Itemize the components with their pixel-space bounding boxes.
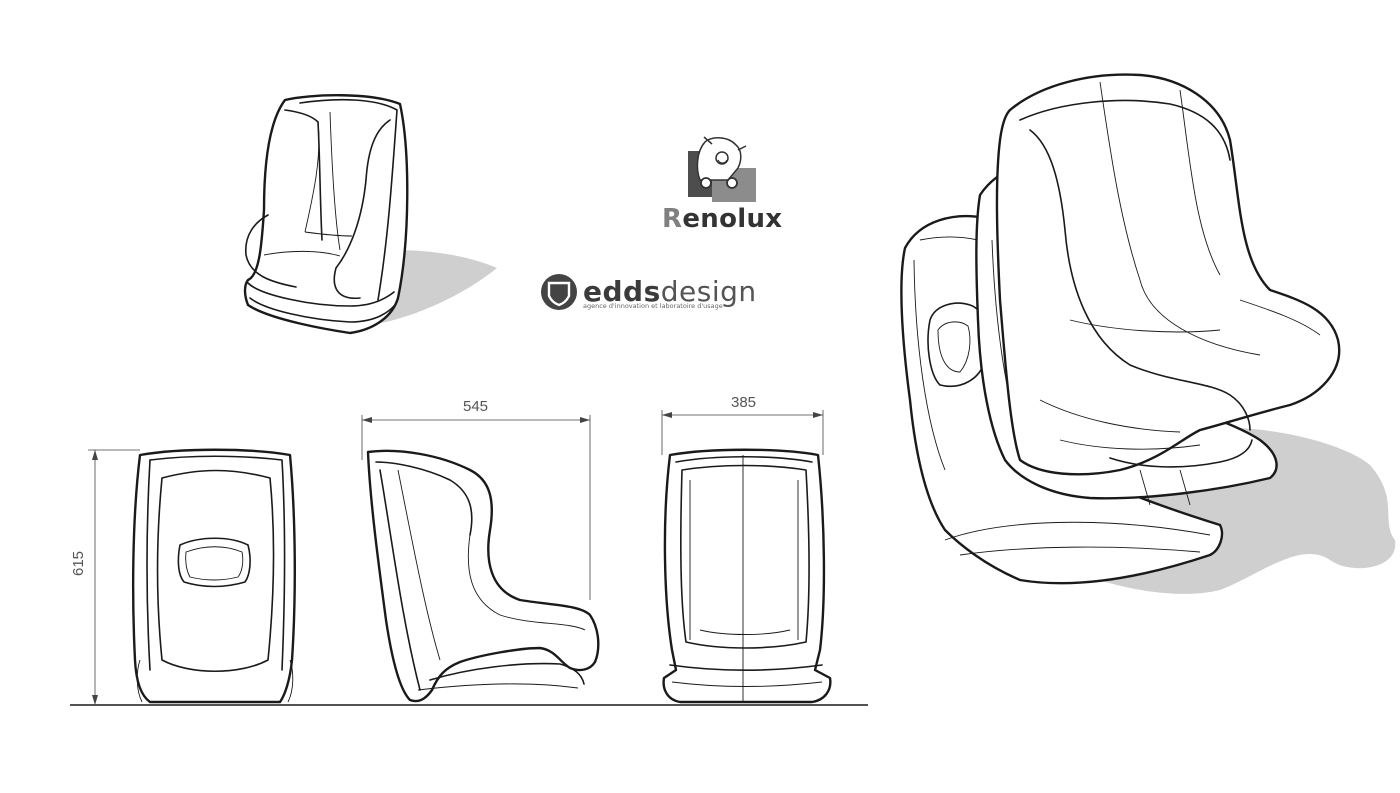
- eddsdesign-logo-mark: [541, 274, 577, 310]
- side-width-label: 545: [463, 398, 489, 415]
- side-view-seat: [366, 449, 600, 703]
- eddsdesign-bold: edds: [583, 275, 661, 308]
- perspective-seat-large: [900, 73, 1396, 594]
- height-dimension: [88, 449, 140, 705]
- side-width-dimension: [361, 415, 591, 600]
- renolux-wordmark: Renolux: [662, 204, 782, 234]
- renolux-logo: [688, 136, 756, 202]
- renolux-rest: enolux: [682, 204, 783, 234]
- height-label: 615: [70, 550, 87, 576]
- front-width-dimension: [661, 410, 824, 455]
- back-view-seat: [131, 448, 296, 704]
- perspective-seat-small: [243, 94, 497, 335]
- eddsdesign-light: design: [660, 275, 757, 308]
- eddsdesign-tagline: agence d'innovation et laboratoire d'usa…: [583, 302, 723, 310]
- eddsdesign-wordmark: eddsdesign: [583, 275, 757, 308]
- front-width-label: 385: [731, 394, 757, 411]
- front-view-seat: [662, 448, 832, 704]
- renolux-initial: R: [662, 204, 683, 234]
